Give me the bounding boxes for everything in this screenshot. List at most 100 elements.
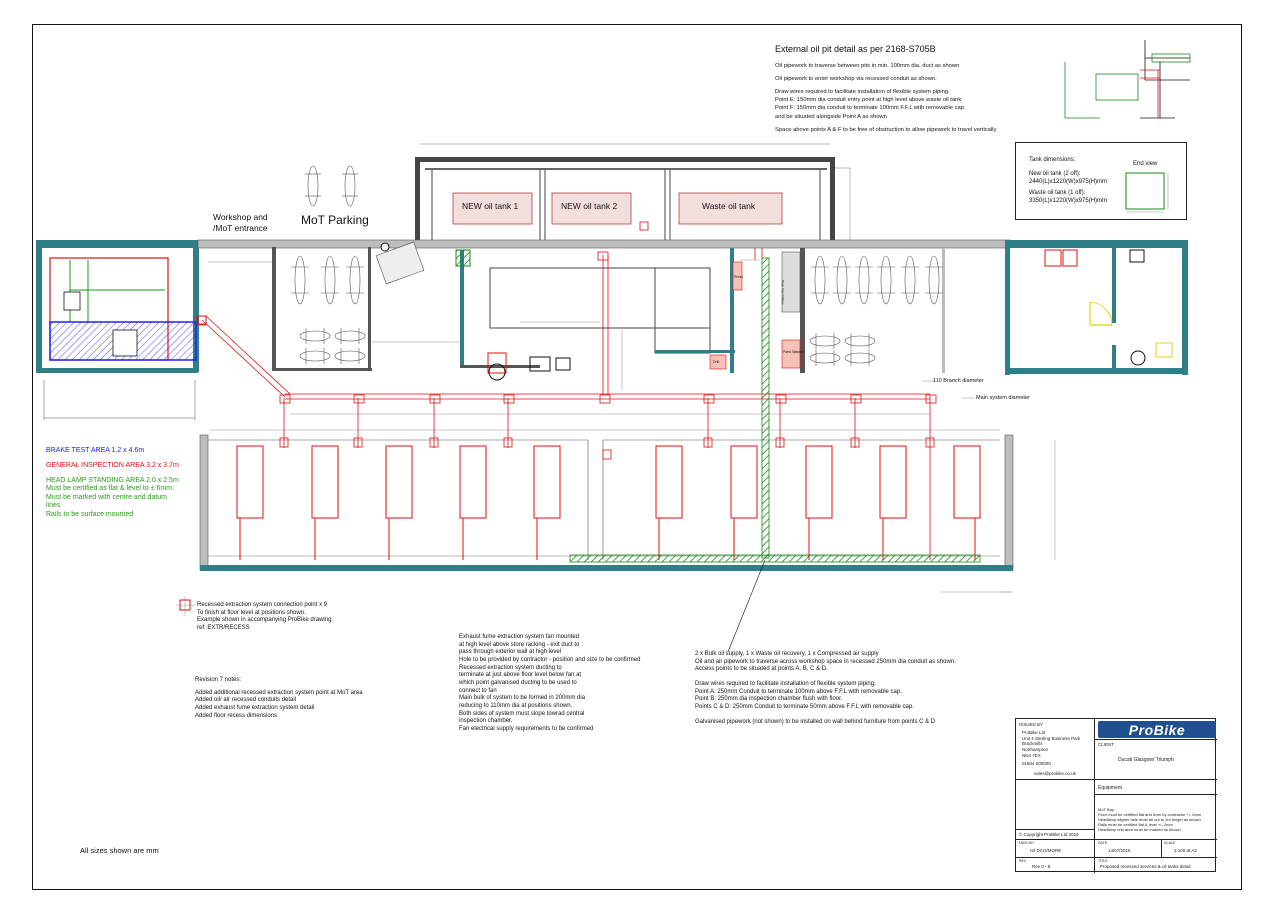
note-line: Point B: 250mm dia inspection chamber fl… [695,696,843,703]
drawing-title: Proposed recessed services & oil tanks d… [1100,864,1191,869]
probike-logo: ProBike [1098,721,1216,738]
oil-pit-heading: External oil pit detail as per 2168-S705… [775,44,936,54]
company-address: ProBike Ltd Unit 4 Sterling Business Par… [1022,730,1080,767]
title-label: TITLE [1098,859,1108,863]
address-line: NN4 7EX [1022,752,1041,758]
company-email: sales@probike.co.uk [1034,771,1076,776]
note-line: terminate at just above floor level belo… [459,672,582,679]
dimension-lines [208,259,1056,593]
scale-label: SCALE [1164,841,1176,845]
company-phone: 01604 000000 [1022,761,1051,767]
mot-bay-line: Headlamp test area must be marked as sho… [1098,827,1181,832]
legend-line: Must be certified as flat & level to ± 6… [46,485,174,493]
note-line: Exhaust fume extraction system fan mount… [459,634,580,640]
waste-tank-label: Waste oil tank (1 off): [1029,190,1086,196]
copyright: © Copyright ProBike Ltd 2016 [1019,832,1079,837]
note-line: reducing to 110mm dia at positions shown… [459,703,573,710]
drawing-frame [32,24,1242,890]
note-line: Galvanised pipework (not shown) to be in… [695,718,936,725]
rev-label: REV [1019,859,1027,863]
extraction-point-symbol [176,596,196,616]
branch-diameter-label: 110 Branch diameter [933,378,984,384]
supply-leader-line [727,560,766,653]
note-line: Main bulk of system to be formed in 200m… [459,695,586,702]
pipe-note: Point E: 150mm dia conduit entry point a… [775,97,962,104]
extraction-pipework [196,221,937,560]
note-line: Added exhaust fume extraction system det… [195,705,315,712]
extraction-note: Recessed extraction system connection po… [197,602,331,633]
waste-tank-size: 3350(L)x1220(W)x975(H)mm [1029,198,1108,204]
note-line: Example shown in accompanying ProBike dr… [197,617,332,624]
legend-line: lines [46,502,61,510]
note-line: Both sides of system must slope towrad c… [459,710,585,717]
mot-bay-line: MoT Bay : [1098,807,1117,812]
note-line: Points C & D: 250mm Conduit to terminate… [695,704,914,711]
tank-end-view-label: End view [1133,161,1158,167]
oil-pit-notes: Oil pipework to traverse between pits in… [775,62,996,134]
note-line: Draw wires required to facilitate instal… [695,681,876,688]
oil-air-conduit [569,257,981,563]
address-line: Brackmills [1022,741,1043,747]
workshop-equipment [375,241,801,381]
note-line: Hole to be provided by contractor - posi… [459,657,641,664]
note-line: Added floor recess dimensions [195,712,278,719]
note-line: Added oil/ air recessed conduits detail [195,697,297,704]
pipe-note: Draw wires required to facilitate instal… [775,89,950,96]
note-line: Recessed extraction system connection po… [197,602,328,608]
note-line: connect to fan [459,687,497,694]
note-line: To finish at floor level at positions sh… [197,609,306,616]
exhaust-notes: Exhaust fume extraction system fan mount… [459,634,640,734]
pipe-note: Oil pipework to traverse between pits in… [775,63,960,69]
equipment-label: Equipment [1098,785,1122,791]
new-tank-label: New oil tank (2 off): [1029,171,1081,177]
new-oil-tank-2-label: NEW oil tank 2 [561,201,618,211]
all-sizes-note: All sizes shown are mm [80,846,159,855]
entrance-line: /MoT entrance [213,222,268,233]
parts-washer-tag: Parts Washer [783,350,805,354]
oil-tank-building [415,143,851,245]
copyright-text: Copyright ProBike Ltd 2016 [1023,832,1079,837]
mot-parking-label: MoT Parking [301,213,369,227]
waste-oil-tank-label: Waste oil tank [702,201,756,211]
note-line: which point galvanised ducting to be use… [459,680,577,687]
note-line: Point A: 250mm Conduit to terminate 100m… [695,688,902,695]
pipe-note: and be situated alongside Point A as sho… [775,113,887,120]
supply-notes: 2 x Bulk oil supply, 1 x Waste oil recov… [695,651,956,726]
tank-dimensions-box: Tank dimensions: End view New oil tank (… [1015,142,1187,220]
client-label: CLIENT [1098,742,1115,747]
headlamp-legend: HEAD LAMP STANDING AREA 2.0 x 2.5m Must … [46,477,179,519]
note-line: inspection chamber. [459,718,513,725]
oil-pit-detail [1064,40,1191,119]
revision-notes: Revision 7 notes: Added additional reces… [195,677,363,720]
address-line: Unit 4 Sterling Business Park [1022,735,1081,741]
title-block: ISSUED BY ProBike Ltd Unit 4 Sterling Bu… [1015,718,1217,873]
note-line: Fan electrical supply requirements to be… [459,726,594,733]
new-tank-size: 2440(L)x1220(W)x975(H)mm [1029,179,1108,185]
date-label: DATE [1098,841,1108,845]
note-line: Oil and air pipework to traverse across … [695,658,956,665]
press-tag: Press [734,275,743,279]
general-inspection-legend: GENERAL INSPECTION AREA 3.2 x 3.7m [46,462,179,469]
note-line: 2 x Bulk oil supply, 1 x Waste oil recov… [695,651,879,657]
tank-dim-title: Tank dimensions: [1029,157,1076,163]
drawing-date: 14/07/2016 [1108,848,1131,853]
legend-line: Rails to be surface mounted [46,510,134,518]
note-line: Access points to be situated at points A… [695,666,828,673]
legend-line: Must be marked with centre and datum [46,493,168,501]
brake-test-room [36,240,207,420]
mot-bay-notes: MoT Bay : Floor must be certified flat a… [1098,807,1201,832]
mot-bay-line: Headlamp aligner rails must be cut to 2m… [1098,817,1201,822]
rev-value: Rev 0 - 8 [1032,864,1051,869]
issued-by-label: ISSUED BY [1019,722,1044,727]
address-line: Northampton [1022,746,1049,752]
workshop-walls [197,239,1014,571]
parked-motorcycles [291,165,943,366]
drill-tag: Drill [713,360,720,364]
pipe-note: Point F: 150mm dia conduit to terminate … [775,105,964,112]
tank-end-view [1125,172,1169,213]
pipe-note: Space above points A & F to be free of o… [775,126,997,133]
workshop-entrance-label: Workshop and /MoT entrance [213,212,268,233]
note-line: at high level above store racking - exit… [459,641,580,648]
address-line: ProBike Ltd [1022,730,1046,735]
